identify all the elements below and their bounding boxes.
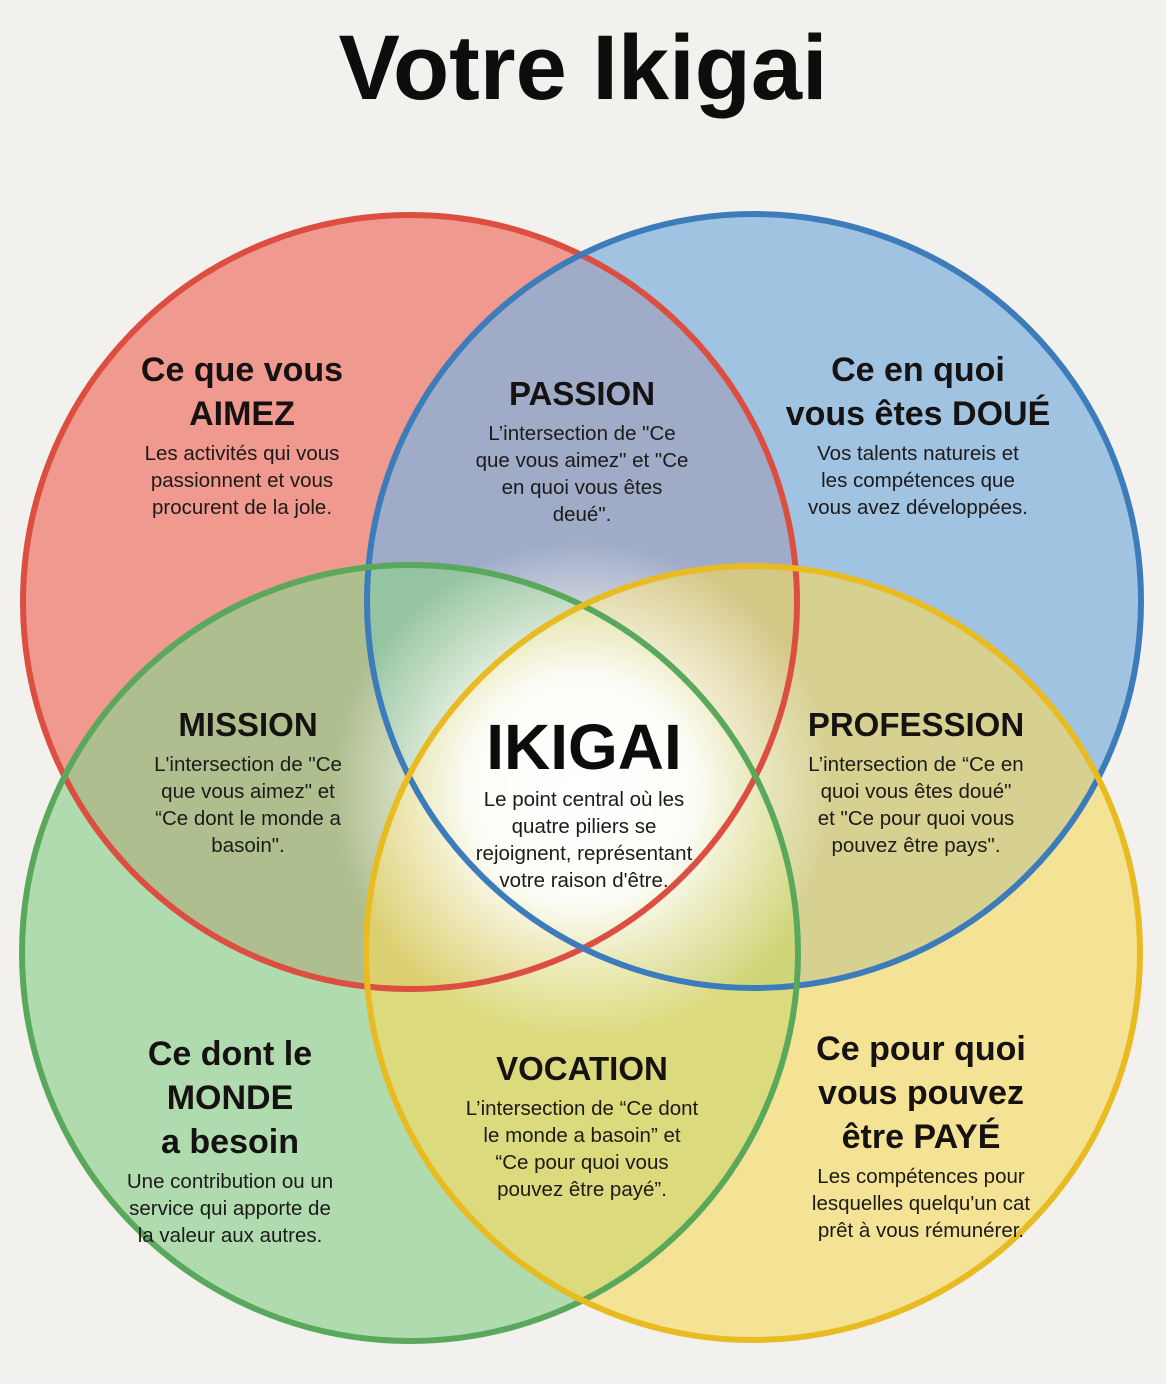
outline-doue: [364, 211, 1144, 991]
section-monde: Ce dont le MONDE a besoin Une contributi…: [127, 1032, 333, 1249]
page-title: Votre Ikigai: [338, 17, 828, 119]
section-ikigai-description: Le point central où les quatre piliers s…: [475, 788, 693, 892]
section-vocation-heading: VOCATION: [496, 1050, 668, 1087]
center-glow: [332, 540, 832, 1040]
section-aimez: Ce que vous AIMEZ Les activités qui vous…: [141, 348, 343, 521]
section-aimez-description: Les activités qui vous passionnent et vo…: [144, 442, 340, 519]
section-doue-description: Vos talents natureis et les compétences …: [808, 442, 1028, 519]
section-passion: PASSION L’intersection de "Ce que vous a…: [476, 372, 689, 528]
section-mission-heading: MISSION: [178, 706, 318, 743]
section-aimez-heading: Ce que vous AIMEZ: [140, 351, 344, 433]
section-mission-description: L'intersection de "Ce que vous aimez" et…: [154, 753, 342, 857]
section-vocation-description: L’intersection de “Ce dont le monde a ba…: [465, 1097, 699, 1201]
section-ikigai: IKIGAI Le point central où les quatre pi…: [476, 712, 693, 894]
outline-paye: [363, 563, 1143, 1343]
section-vocation: VOCATION L’intersection de “Ce dont le m…: [466, 1047, 698, 1203]
section-doue: Ce en quoi vous êtes DOUÉ Vos talents na…: [786, 348, 1051, 521]
section-paye-heading: Ce pour quoi vous pouvez être PAYÉ: [816, 1030, 1026, 1156]
section-passion-heading: PASSION: [508, 375, 656, 412]
section-monde-description: Une contribution ou un service qui appor…: [126, 1170, 334, 1247]
section-paye: Ce pour quoi vous pouvez être PAYÉ Les c…: [812, 1027, 1030, 1244]
section-monde-heading: Ce dont le MONDE a besoin: [147, 1035, 313, 1161]
section-passion-description: L’intersection de "Ce que vous aimez" et…: [475, 422, 689, 526]
section-doue-heading: Ce en quoi vous êtes DOUÉ: [785, 351, 1051, 433]
section-profession: PROFESSION L’intersection de “Ce en quoi…: [808, 703, 1024, 859]
circle-outlines: [19, 211, 1144, 1344]
outline-aimez: [20, 212, 800, 992]
section-profession-heading: PROFESSION: [807, 706, 1025, 743]
section-ikigai-heading: IKIGAI: [486, 711, 682, 783]
section-paye-description: Les compétences pour lesquelles quelqu'u…: [811, 1165, 1031, 1242]
outline-monde: [19, 562, 801, 1344]
section-mission: MISSION L'intersection de "Ce que vous a…: [154, 703, 342, 859]
section-profession-description: L’intersection de “Ce en quoi vous êtes …: [808, 753, 1024, 857]
